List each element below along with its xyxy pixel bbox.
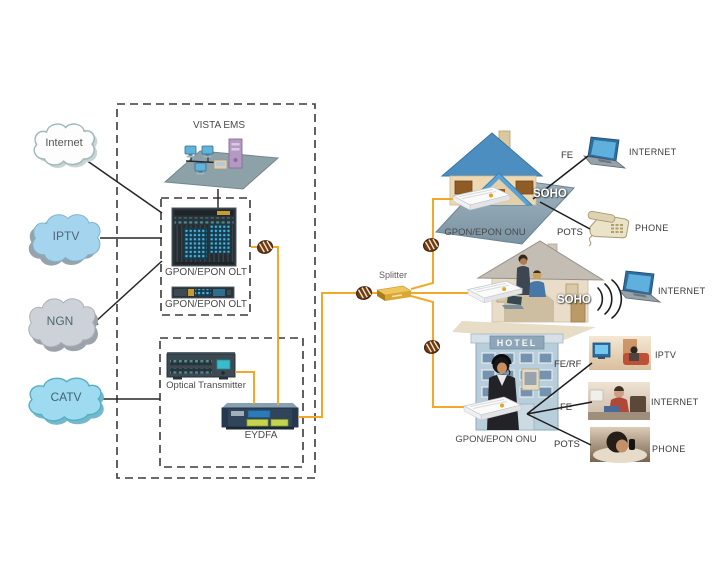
desk-phone-icon: [587, 210, 630, 247]
optical-splitter-device: [376, 285, 412, 301]
iptv-photo: [589, 336, 651, 370]
pots-port-label-top: POTS: [557, 227, 583, 238]
fiber-spool-icon: [255, 238, 275, 256]
olt-secondary-label: GPON/EPON OLT: [164, 299, 248, 310]
internet-endpoint-label-top: INTERNET: [629, 147, 677, 157]
fe-port-label-hotel: FE: [560, 402, 573, 413]
phone-endpoint-label-top: PHONE: [635, 223, 669, 233]
soho-mid-name: SOHO: [557, 294, 591, 306]
hotel-sign: HOTEL: [496, 338, 538, 348]
wifi-signal-icon: [597, 279, 623, 319]
eydfa-label: EYDFA: [244, 430, 278, 441]
phone-photo: [590, 427, 650, 463]
fe-rf-port-label: FE/RF: [554, 359, 582, 370]
fiber-spool-icon: [421, 236, 441, 254]
optical-transmitter-unit: [166, 352, 236, 380]
splitter-label: Splitter: [378, 270, 407, 280]
laptop-icon: [618, 270, 661, 303]
fiber-spool-icon: [422, 338, 442, 356]
vista-ems-station: [163, 138, 280, 208]
internet-cloud-label: Internet: [45, 137, 83, 149]
onu-hotel-label: GPON/EPON ONU: [455, 434, 537, 445]
vista-ems-label: VISTA EMS: [192, 120, 246, 131]
ems-server-icon: [228, 138, 243, 169]
fiber-links: [235, 198, 472, 418]
fe-port-label-top: FE: [561, 150, 574, 161]
pots-port-label-hotel: POTS: [554, 439, 580, 450]
soho-top-name: SOHO: [533, 188, 567, 200]
optical-transmitter-label: Optical Transmitter: [166, 380, 246, 391]
internet-endpoint-label-hotel: INTERNET: [651, 397, 699, 407]
eydfa-unit: [221, 403, 299, 430]
service-links: [85, 159, 163, 400]
subscriber-drop-links: [526, 155, 593, 446]
fiber-spool-icon: [354, 284, 374, 302]
iptv-cloud-label: IPTV: [52, 229, 80, 243]
onu-top-label: GPON/EPON ONU: [444, 227, 526, 238]
gpon-olt-main-chassis: [171, 207, 237, 267]
internet-endpoint-label-mid: INTERNET: [658, 286, 706, 296]
iptv-endpoint-label: IPTV: [655, 350, 677, 360]
gpon-olt-secondary-unit: [171, 286, 235, 299]
olt-main-label: GPON/EPON OLT: [164, 267, 248, 278]
phone-endpoint-label-hotel: PHONE: [652, 444, 686, 454]
ngn-cloud-label: NGN: [46, 314, 74, 328]
laptop-icon: [583, 136, 626, 169]
central-office-boundary: [116, 103, 316, 479]
catv-cloud-label: CATV: [50, 390, 82, 404]
internet-photo: [588, 382, 650, 420]
